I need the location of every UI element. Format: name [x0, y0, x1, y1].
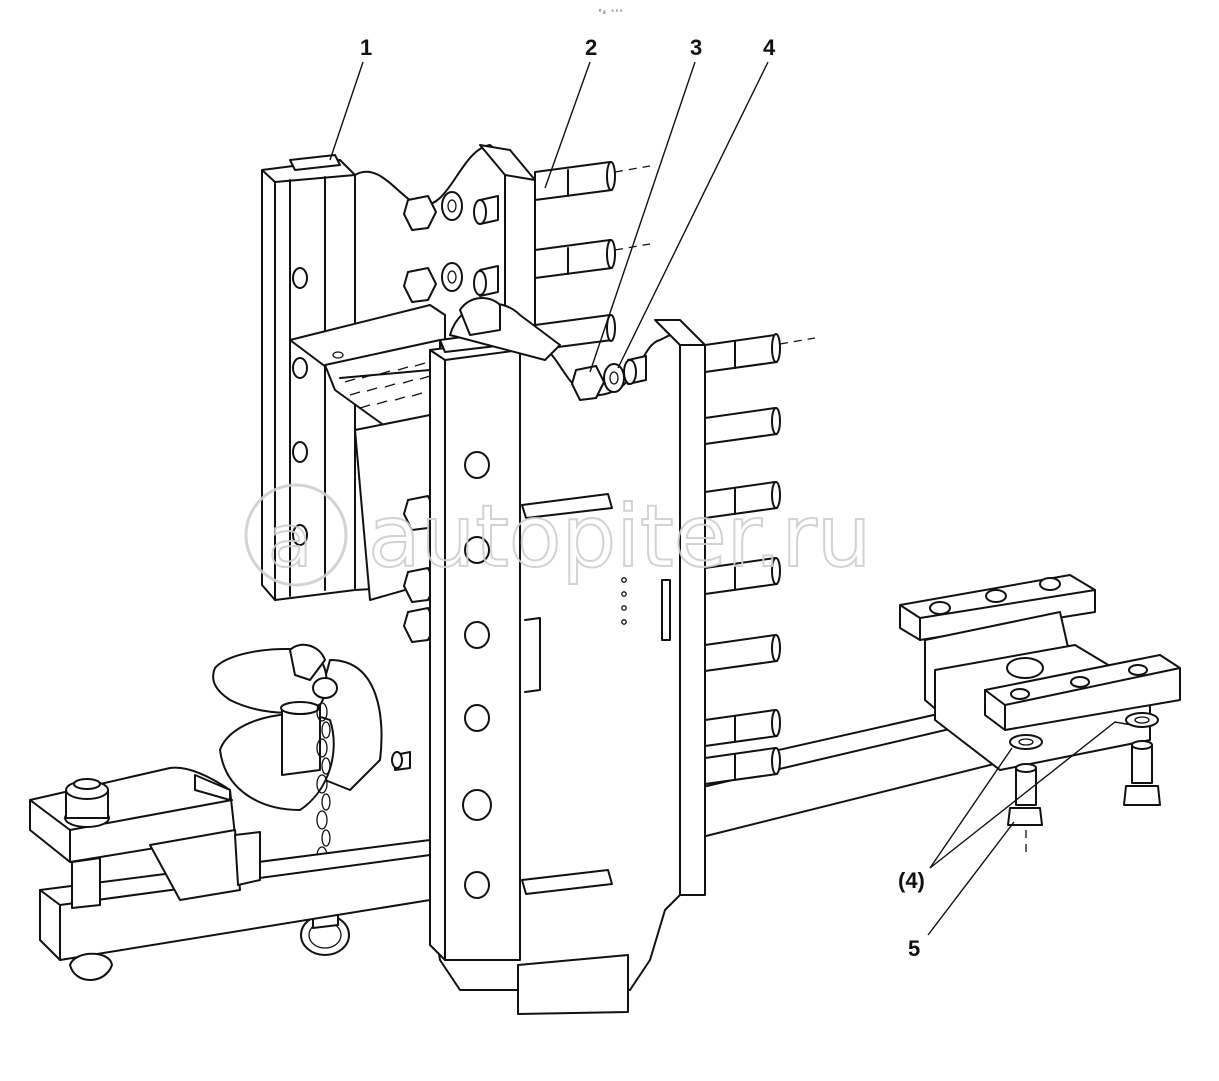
- top-link-fastener: [449, 297, 647, 401]
- callout-1: 1: [360, 35, 372, 60]
- front-carrier: [429, 319, 706, 1015]
- front-studs: [704, 333, 816, 785]
- callout-2: 2: [585, 35, 597, 60]
- callout-4: 4: [763, 35, 776, 60]
- right-bolt-set: [1007, 712, 1161, 855]
- callout-leaders: [329, 61, 1133, 936]
- watermark-text: autopiter.ru: [368, 487, 871, 587]
- drawing-code: ⁰₈ ᵉᵉᵉ: [598, 8, 623, 16]
- rear-studs: [403, 161, 651, 351]
- watermark-logo: a: [268, 499, 312, 583]
- callout-3: 3: [690, 35, 702, 60]
- watermark: a autopiter.ru: [244, 483, 872, 588]
- right-mount-bracket: [899, 574, 1181, 771]
- lower-drawbar: [29, 766, 431, 981]
- hook-jaw: [212, 643, 411, 811]
- adjuster-plate: [289, 304, 446, 643]
- callout-5: 5: [908, 936, 920, 961]
- callout-4-ref: (4): [898, 868, 925, 893]
